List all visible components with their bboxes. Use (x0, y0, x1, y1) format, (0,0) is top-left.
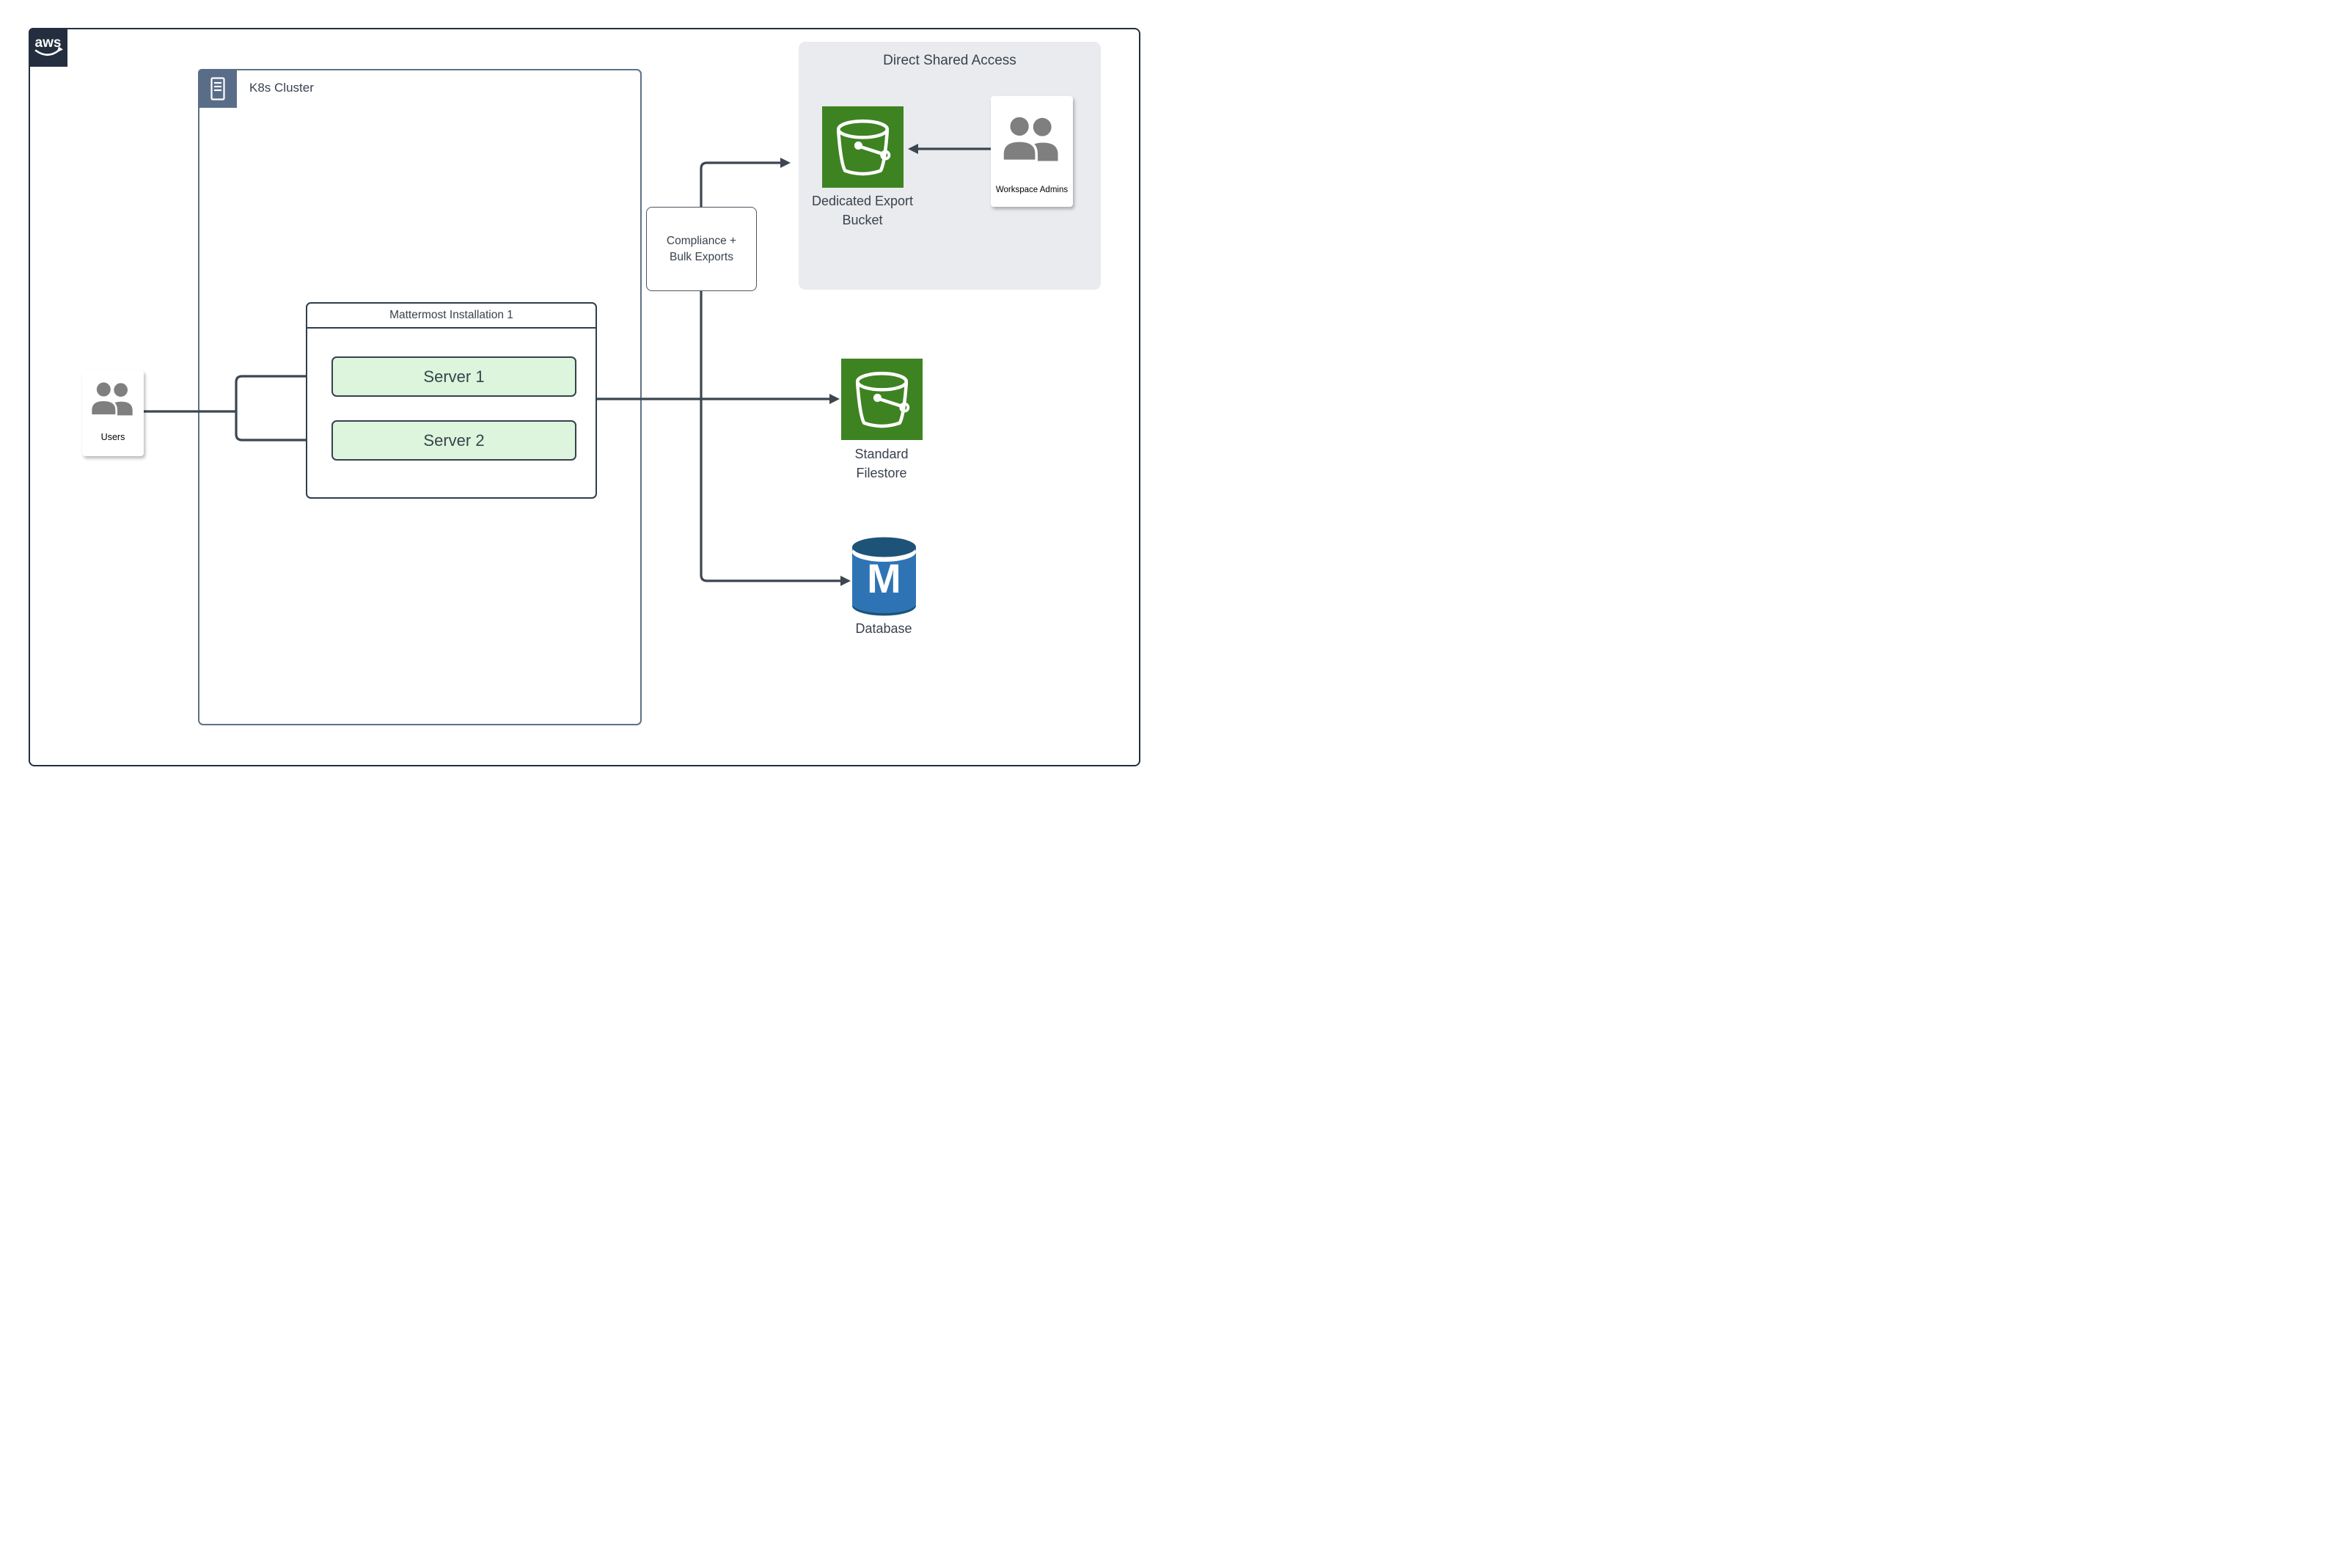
s3-bucket-icon (855, 371, 910, 428)
users-label: Users (100, 432, 125, 442)
compliance-bulk-exports-node: Compliance + Bulk Exports (646, 207, 757, 291)
k8s-cluster-label: K8s Cluster (249, 81, 314, 95)
standard-filestore-label: Standard Filestore (854, 447, 909, 480)
direct-shared-access-title: Direct Shared Access (883, 53, 1016, 68)
mattermost-installation-box: Mattermost Installation 1 Server 1 Serve… (306, 302, 597, 499)
dedicated-export-bucket-label: Dedicated Export Bucket (811, 194, 914, 227)
workspace-admins-icon (1001, 117, 1058, 163)
users-icon (89, 382, 133, 417)
database-icon-letter: M (867, 555, 901, 601)
aws-logo: aws (29, 28, 67, 67)
aws-logo-text: aws (35, 35, 62, 51)
aws-logo-icon: aws (35, 35, 63, 56)
mattermost-title-bar: Mattermost Installation 1 (307, 304, 596, 329)
compliance-line1: Compliance + (666, 234, 737, 247)
mattermost-title: Mattermost Installation 1 (389, 309, 513, 321)
server-2-node: Server 2 (331, 420, 576, 461)
standard-filestore-node (841, 359, 923, 440)
dedicated-export-bucket-node (822, 106, 904, 188)
workspace-admins-label: Workspace Admins (995, 186, 1069, 194)
server-rack-icon (210, 76, 225, 100)
outer-frame (29, 28, 1140, 766)
users-node: Users (82, 370, 144, 456)
database-node: M (852, 536, 916, 617)
database-label: Database (855, 621, 912, 636)
diagram-canvas: Direct Shared Access aws (0, 0, 1169, 784)
k8s-cluster-badge (198, 69, 237, 108)
workspace-admins-node: Workspace Admins (991, 96, 1073, 207)
server-1-node: Server 1 (331, 356, 576, 397)
compliance-line2: Bulk Exports (669, 250, 733, 263)
database-cylinder-icon: M (852, 537, 916, 616)
s3-bucket-icon (836, 119, 891, 176)
